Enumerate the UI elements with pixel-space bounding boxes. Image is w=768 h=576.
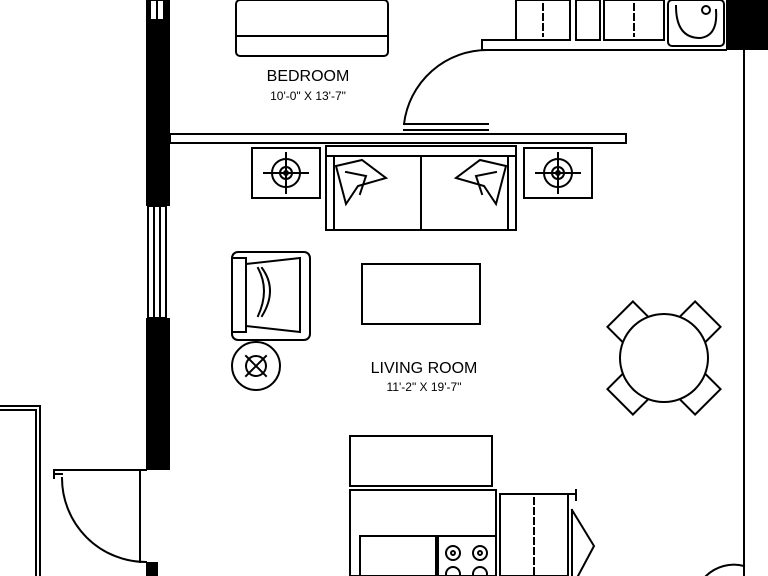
bedroom-door: [402, 48, 490, 131]
living-room-label: LIVING ROOM: [371, 360, 478, 377]
bedroom-label: BEDROOM: [267, 68, 350, 85]
right-wall-top: [726, 0, 768, 50]
walls: [146, 0, 768, 576]
side-table-right: [523, 147, 593, 199]
side-table-left: [251, 147, 321, 199]
burner-3: [445, 566, 461, 576]
bathroom-fixtures: [515, 0, 725, 47]
coffee-table: [361, 263, 481, 325]
pantry-door: [570, 508, 596, 576]
dining-set: [606, 300, 722, 416]
window-living-room: [147, 205, 167, 319]
living-room-dimensions: 11'-2" X 19'-7": [387, 380, 462, 394]
pillow-left: [334, 158, 389, 207]
armchair: [231, 251, 311, 341]
bedroom-dimensions: 10'-0" X 13'-7": [270, 89, 346, 103]
left-wall-bottom-stub: [146, 562, 158, 576]
door-swing-bottom-right: [704, 563, 746, 576]
sofa: [325, 145, 517, 231]
entry-door: [53, 469, 148, 564]
floor-lamp: [231, 341, 281, 391]
side-room: [0, 405, 41, 576]
window-top: [149, 0, 165, 21]
burner-2: [472, 545, 488, 561]
burner-1: [445, 545, 461, 561]
kitchen-counter: [349, 489, 497, 576]
stove: [437, 535, 497, 576]
burner-4: [472, 566, 488, 576]
refrigerator: [499, 489, 577, 576]
pillow-right: [453, 158, 508, 207]
bedroom-partition: [169, 133, 627, 144]
bed: [235, 0, 389, 57]
kitchen-island: [349, 435, 493, 487]
left-wall-middle: [146, 318, 170, 470]
left-wall-top: [146, 0, 170, 206]
dining-table: [619, 313, 709, 403]
